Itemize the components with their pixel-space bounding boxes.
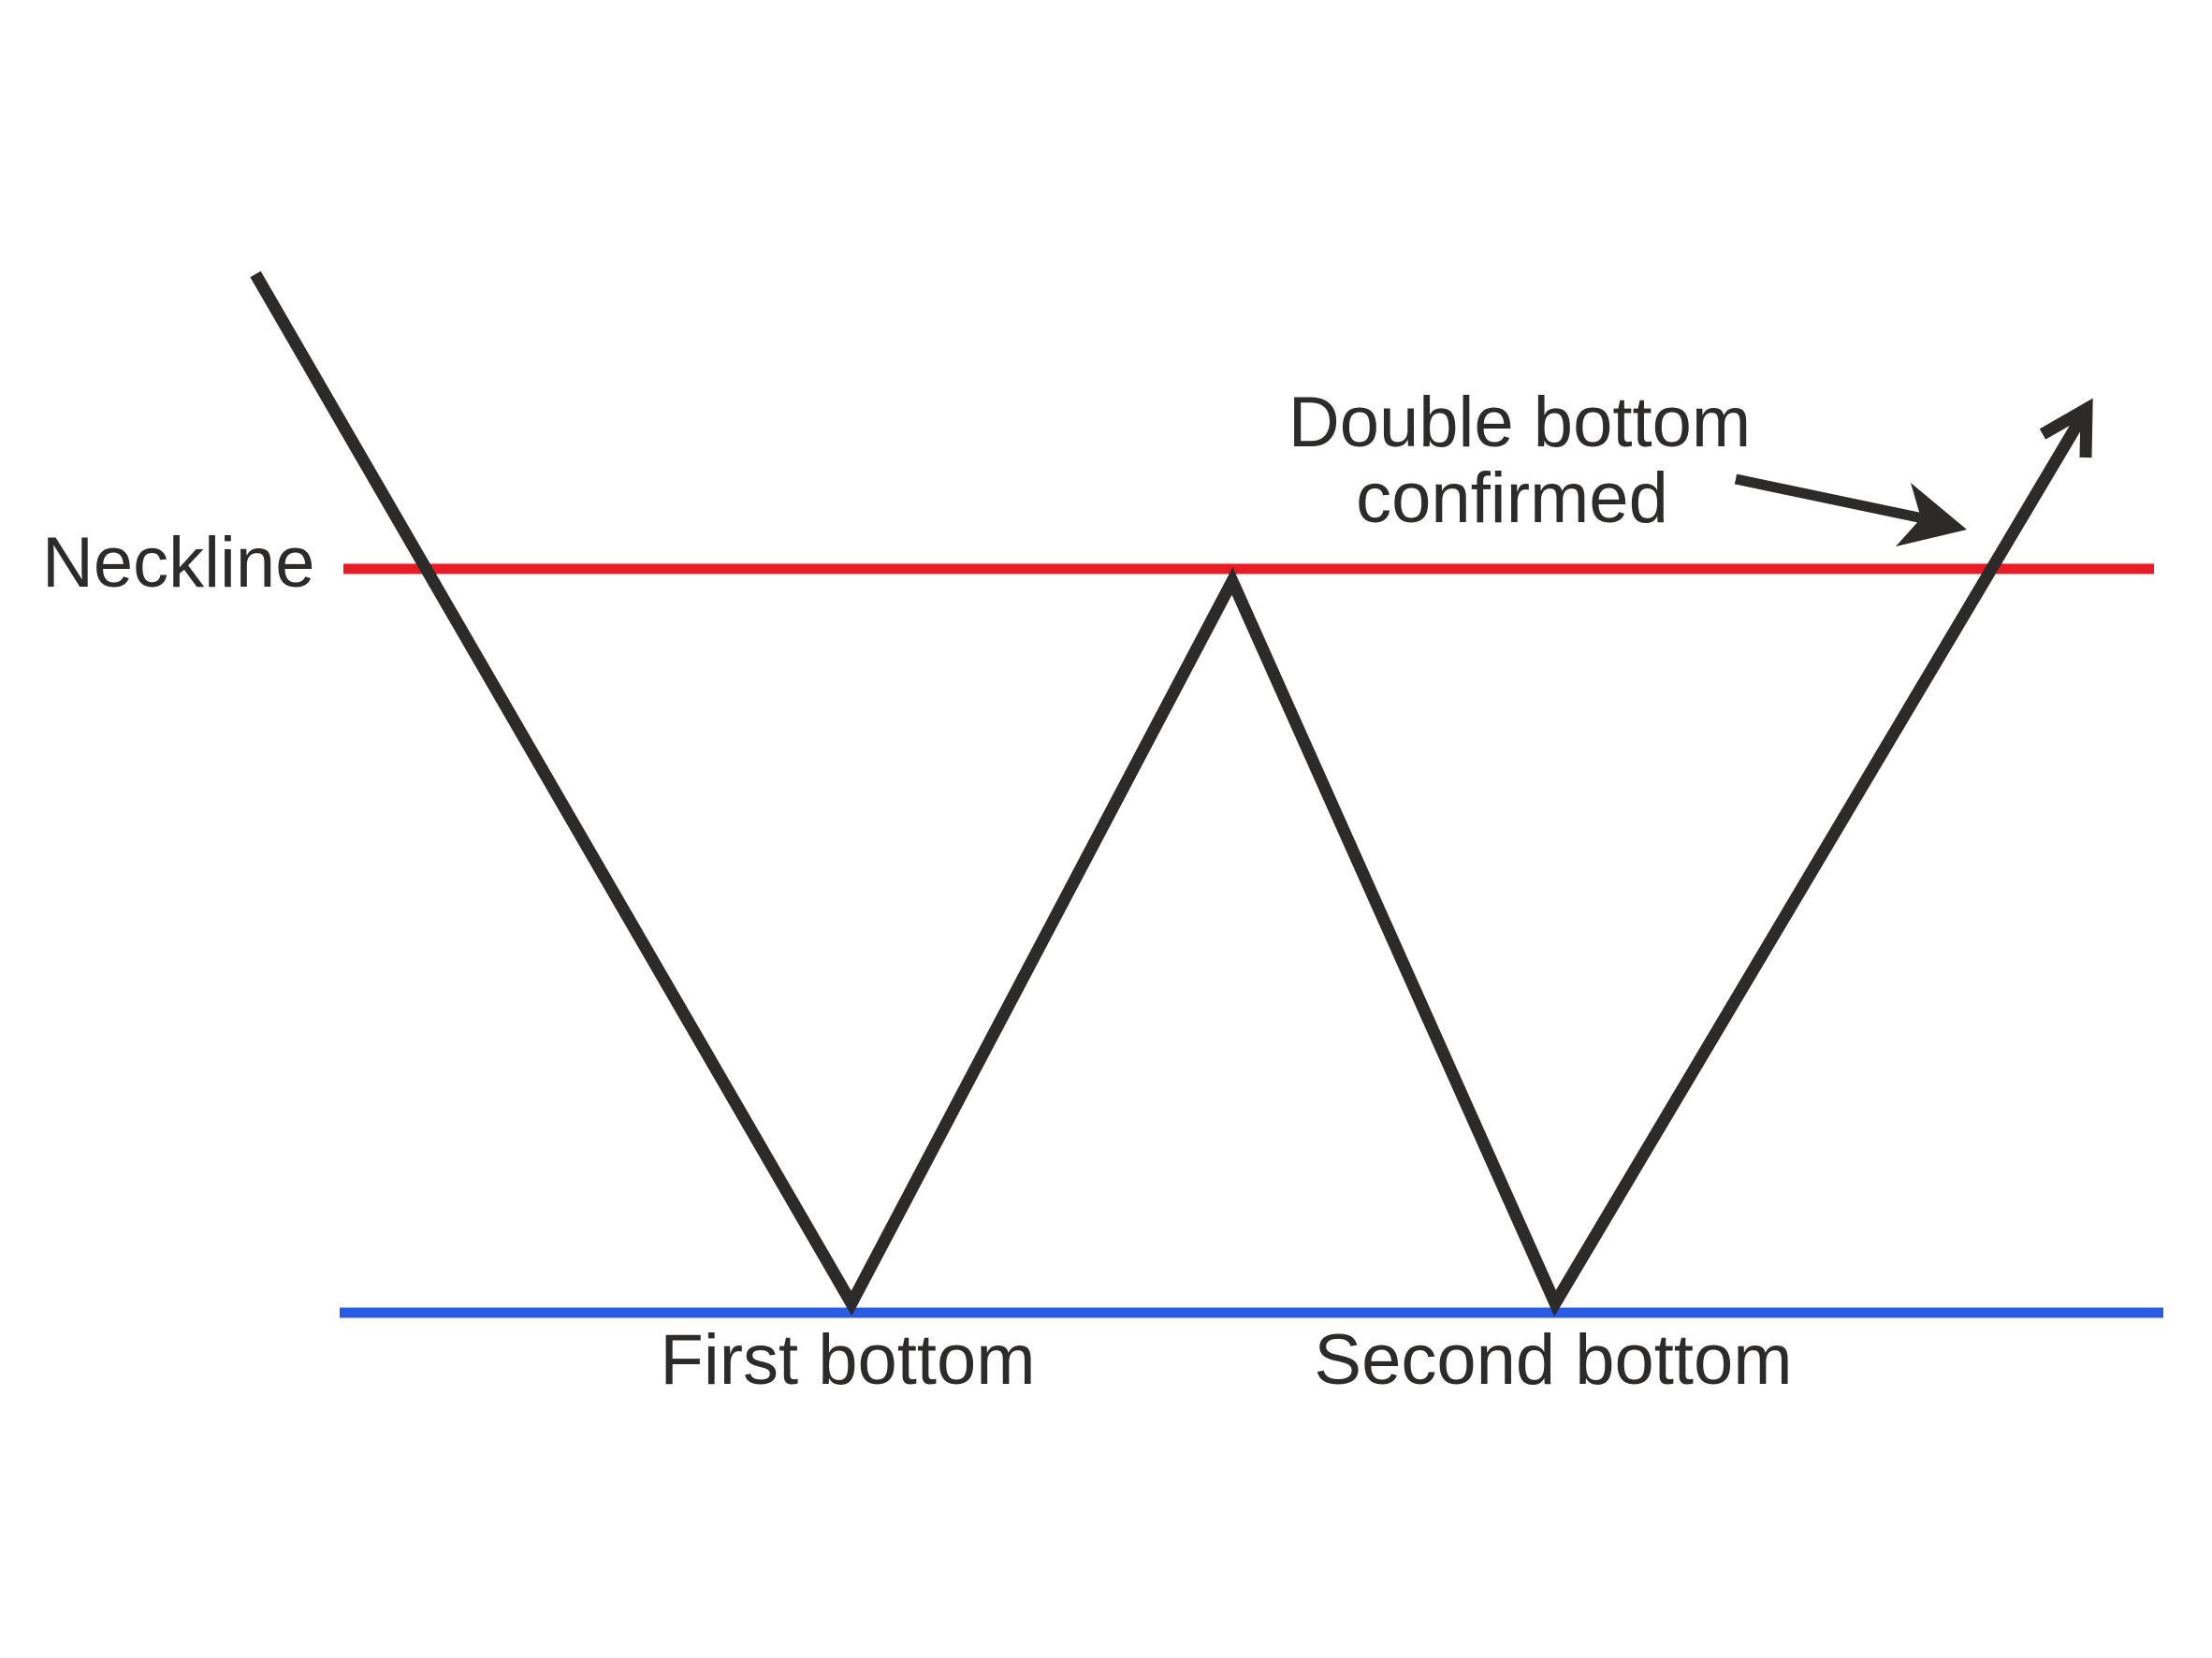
price-line [250, 270, 2092, 1317]
neckline-label: Neckline [42, 523, 314, 603]
annotation-arrow-shaft [1734, 473, 1925, 524]
annotation-text-line2: confirmed [1356, 458, 1668, 538]
second-bottom-label: Second bottom [1314, 1320, 1792, 1400]
trend-arrowhead-icon [2039, 398, 2093, 458]
first-bottom-label: First bottom [660, 1320, 1035, 1400]
annotation-text-line1: Double bottom [1288, 383, 1751, 462]
annotation-arrowhead-icon [1896, 483, 1967, 546]
